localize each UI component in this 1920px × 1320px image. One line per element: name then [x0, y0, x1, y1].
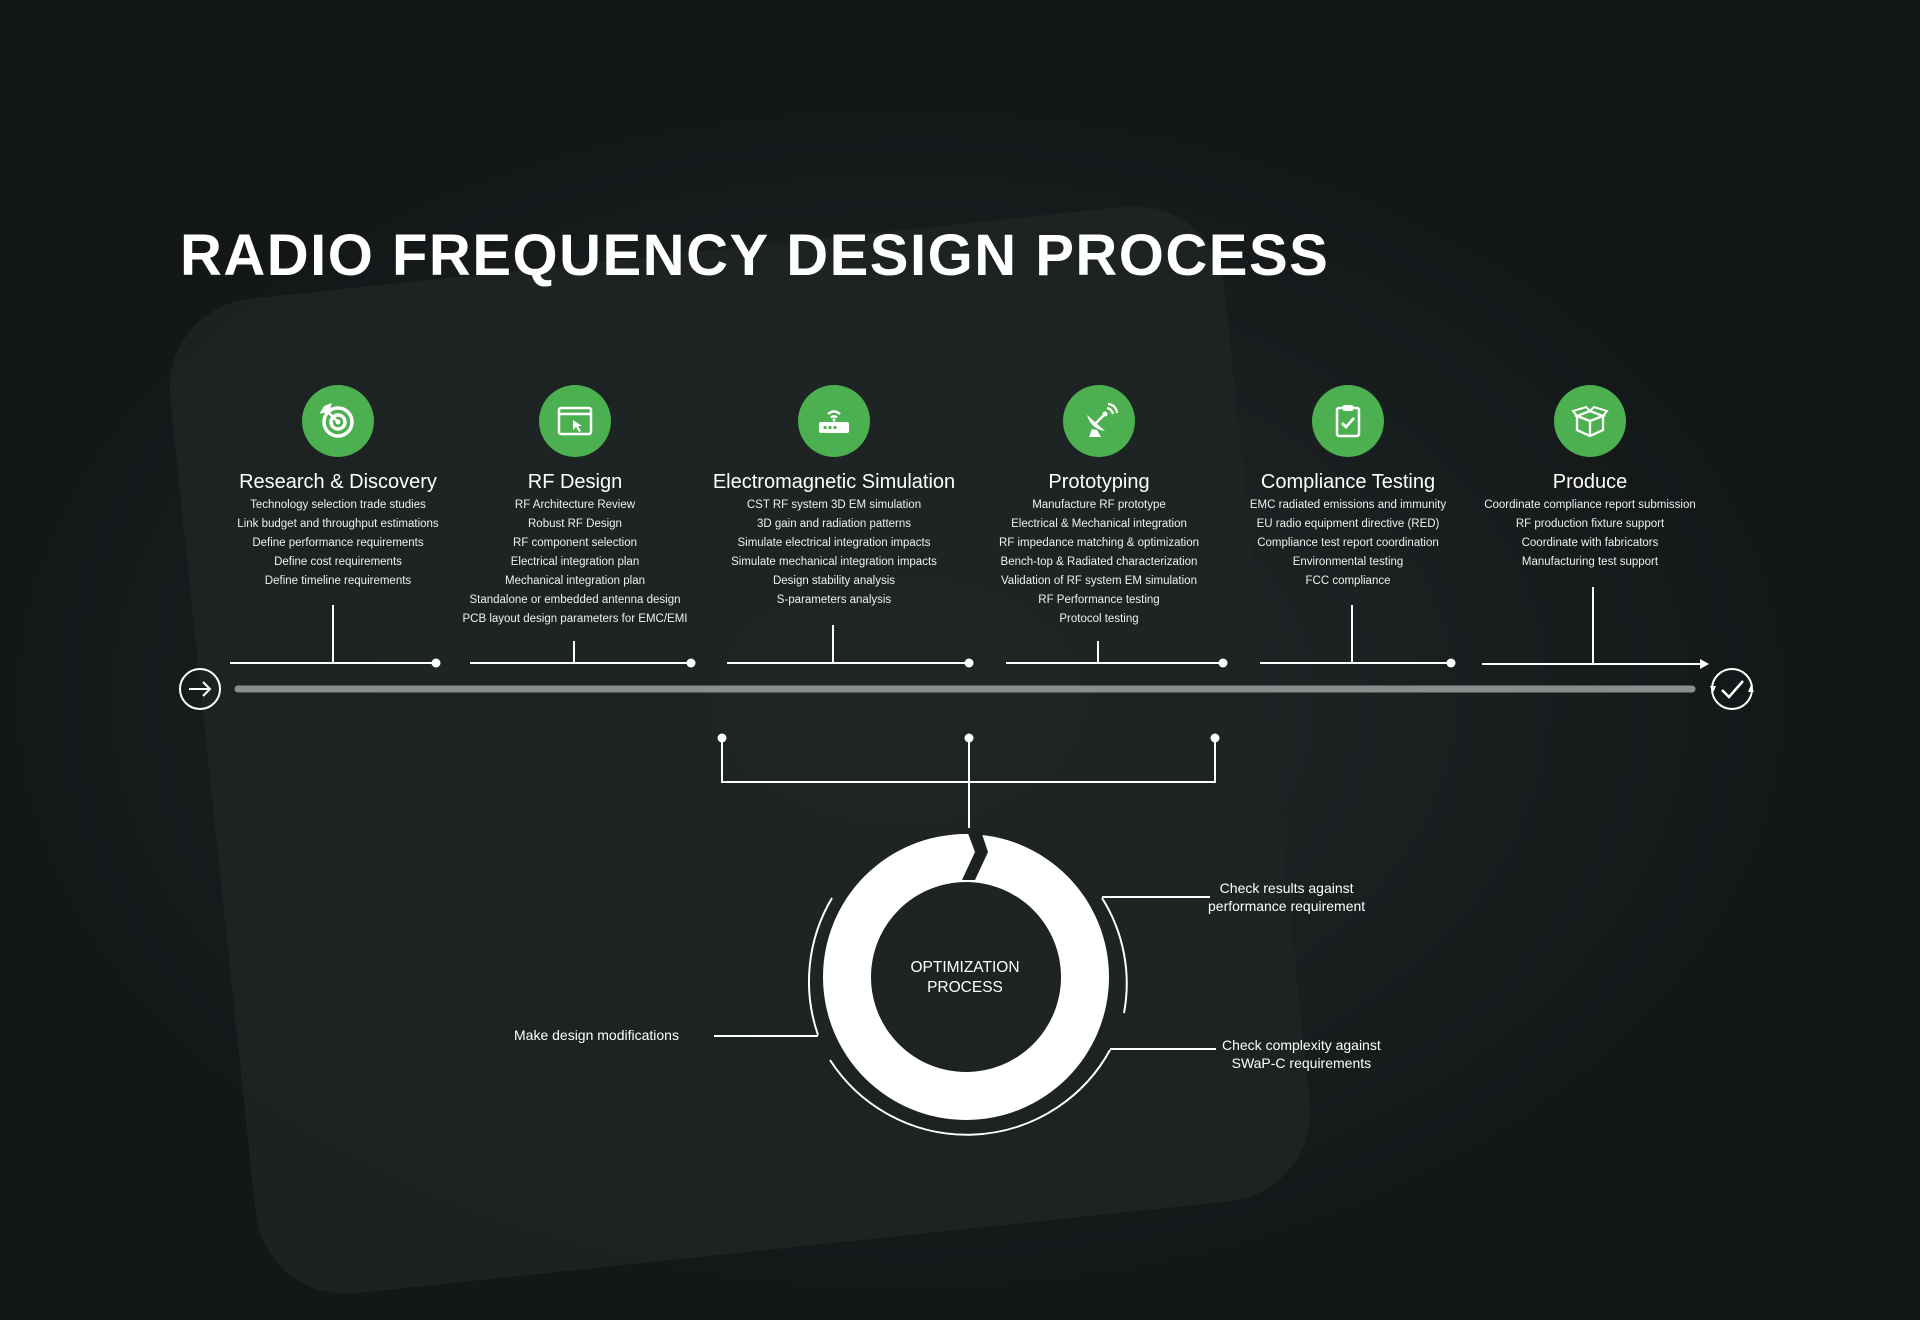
check-performance-label: Check results against performance requir… [1208, 879, 1365, 915]
stage-rf-design: RF Design RF Architecture Review Robust … [435, 385, 715, 629]
label-line: performance requirement [1208, 898, 1366, 914]
stage-electromagnetic-simulation: Electromagnetic Simulation CST RF system… [694, 385, 974, 610]
stage-compliance-testing: Compliance Testing EMC radiated emission… [1208, 385, 1488, 591]
stage-item: Define timeline requirements [264, 575, 412, 587]
router-icon [798, 385, 870, 457]
stage-item: Coordinate with fabricators [1521, 537, 1659, 549]
stage-item-list: Coordinate compliance report submission … [1484, 496, 1696, 572]
stage-connectors [230, 587, 1700, 665]
stage-item: Design stability analysis [772, 575, 896, 587]
stage-title: Research & Discovery [239, 471, 437, 493]
label-line: Check results against [1219, 880, 1354, 896]
stage-item: Coordinate compliance report submission [1484, 499, 1696, 511]
stage-item: RF impedance matching & optimization [998, 537, 1200, 549]
optimization-center-label: OPTIMIZATION PROCESS [905, 958, 1025, 998]
stage-item: S-parameters analysis [776, 594, 892, 606]
design-modifications-label: Make design modifications [514, 1027, 679, 1043]
stage-item: EMC radiated emissions and immunity [1249, 499, 1447, 511]
stage-title: Prototyping [1048, 471, 1150, 493]
stage-item: CST RF system 3D EM simulation [746, 499, 922, 511]
stage-item-list: EMC radiated emissions and immunity EU r… [1250, 496, 1446, 591]
arrow-head [1700, 659, 1709, 669]
stage-item-list: Manufacture RF prototype Electrical & Me… [999, 496, 1199, 629]
stage-item: Validation of RF system EM simulation [1000, 575, 1197, 587]
end-check-icon [1710, 668, 1754, 710]
label-line: SWaP-C requirements [1231, 1055, 1372, 1071]
stage-item: EU radio equipment directive (RED) [1256, 518, 1440, 530]
stage-item: Mechanical integration plan [504, 575, 645, 587]
check-swapc-label: Check complexity against SWaP-C requirem… [1222, 1036, 1381, 1072]
stage-item: Link budget and throughput estimations [237, 518, 439, 530]
stage-title: Compliance Testing [1260, 471, 1436, 493]
box-icon [1554, 385, 1626, 457]
clipboard-check-icon [1312, 385, 1384, 457]
start-arrow-icon [179, 668, 221, 710]
label-leaders [714, 896, 1216, 1050]
stage-item: Define cost requirements [274, 556, 402, 568]
target-icon [302, 385, 374, 457]
stage-item: RF Architecture Review [514, 499, 636, 511]
stage-item: Electrical integration plan [510, 556, 640, 568]
stage-item: RF Performance testing [1038, 594, 1160, 606]
stage-produce: Produce Coordinate compliance report sub… [1450, 385, 1730, 572]
stage-item: Environmental testing [1292, 556, 1404, 568]
stage-item: Electrical & Mechanical integration [1011, 518, 1187, 530]
page-title: RADIO FREQUENCY DESIGN PROCESS [180, 223, 1330, 288]
stage-title: RF Design [527, 471, 623, 493]
stage-item: Standalone or embedded antenna design [469, 594, 681, 606]
stage-item: Robust RF Design [528, 518, 622, 530]
feedback-arcs [808, 897, 1128, 1136]
stage-item: Protocol testing [1059, 613, 1139, 625]
satellite-dish-icon [1063, 385, 1135, 457]
stage-item: Manufacture RF prototype [1032, 499, 1166, 511]
stage-item: PCB layout design parameters for EMC/EMI [462, 613, 688, 625]
stage-item: Simulate electrical integration impacts [737, 537, 931, 549]
stage-item: Bench-top & Radiated characterization [1000, 556, 1198, 568]
stage-item: RF production fixture support [1515, 518, 1665, 530]
ring-gap [962, 828, 988, 880]
stage-item: Compliance test report coordination [1257, 537, 1439, 549]
stage-item: Technology selection trade studies [250, 499, 426, 511]
stage-title: Electromagnetic Simulation [712, 471, 956, 493]
label-line: Check complexity against [1222, 1037, 1381, 1053]
stage-title: Produce [1552, 471, 1628, 493]
stage-prototyping: Prototyping Manufacture RF prototype Ele… [959, 385, 1239, 629]
stage-item-list: CST RF system 3D EM simulation 3D gain a… [731, 496, 937, 610]
optimization-label-line: PROCESS [927, 979, 1003, 996]
stage-item-list: Technology selection trade studies Link … [237, 496, 438, 591]
optimization-label-line: OPTIMIZATION [910, 959, 1020, 976]
stage-item: RF component selection [512, 537, 637, 549]
stage-item-list: RF Architecture Review Robust RF Design … [463, 496, 688, 629]
stage-item: Simulate mechanical integration impacts [731, 556, 937, 568]
browser-window-icon [539, 385, 611, 457]
optimization-ring [823, 834, 1109, 1120]
stage-item: Manufacturing test support [1521, 556, 1659, 568]
optimization-bracket [721, 738, 1216, 828]
stage-item: Define performance requirements [252, 537, 424, 549]
stage-item: 3D gain and radiation patterns [756, 518, 912, 530]
connector-dots [431, 658, 1456, 668]
stage-research-discovery: Research & Discovery Technology selectio… [198, 385, 478, 591]
stage-item: FCC compliance [1305, 575, 1391, 587]
